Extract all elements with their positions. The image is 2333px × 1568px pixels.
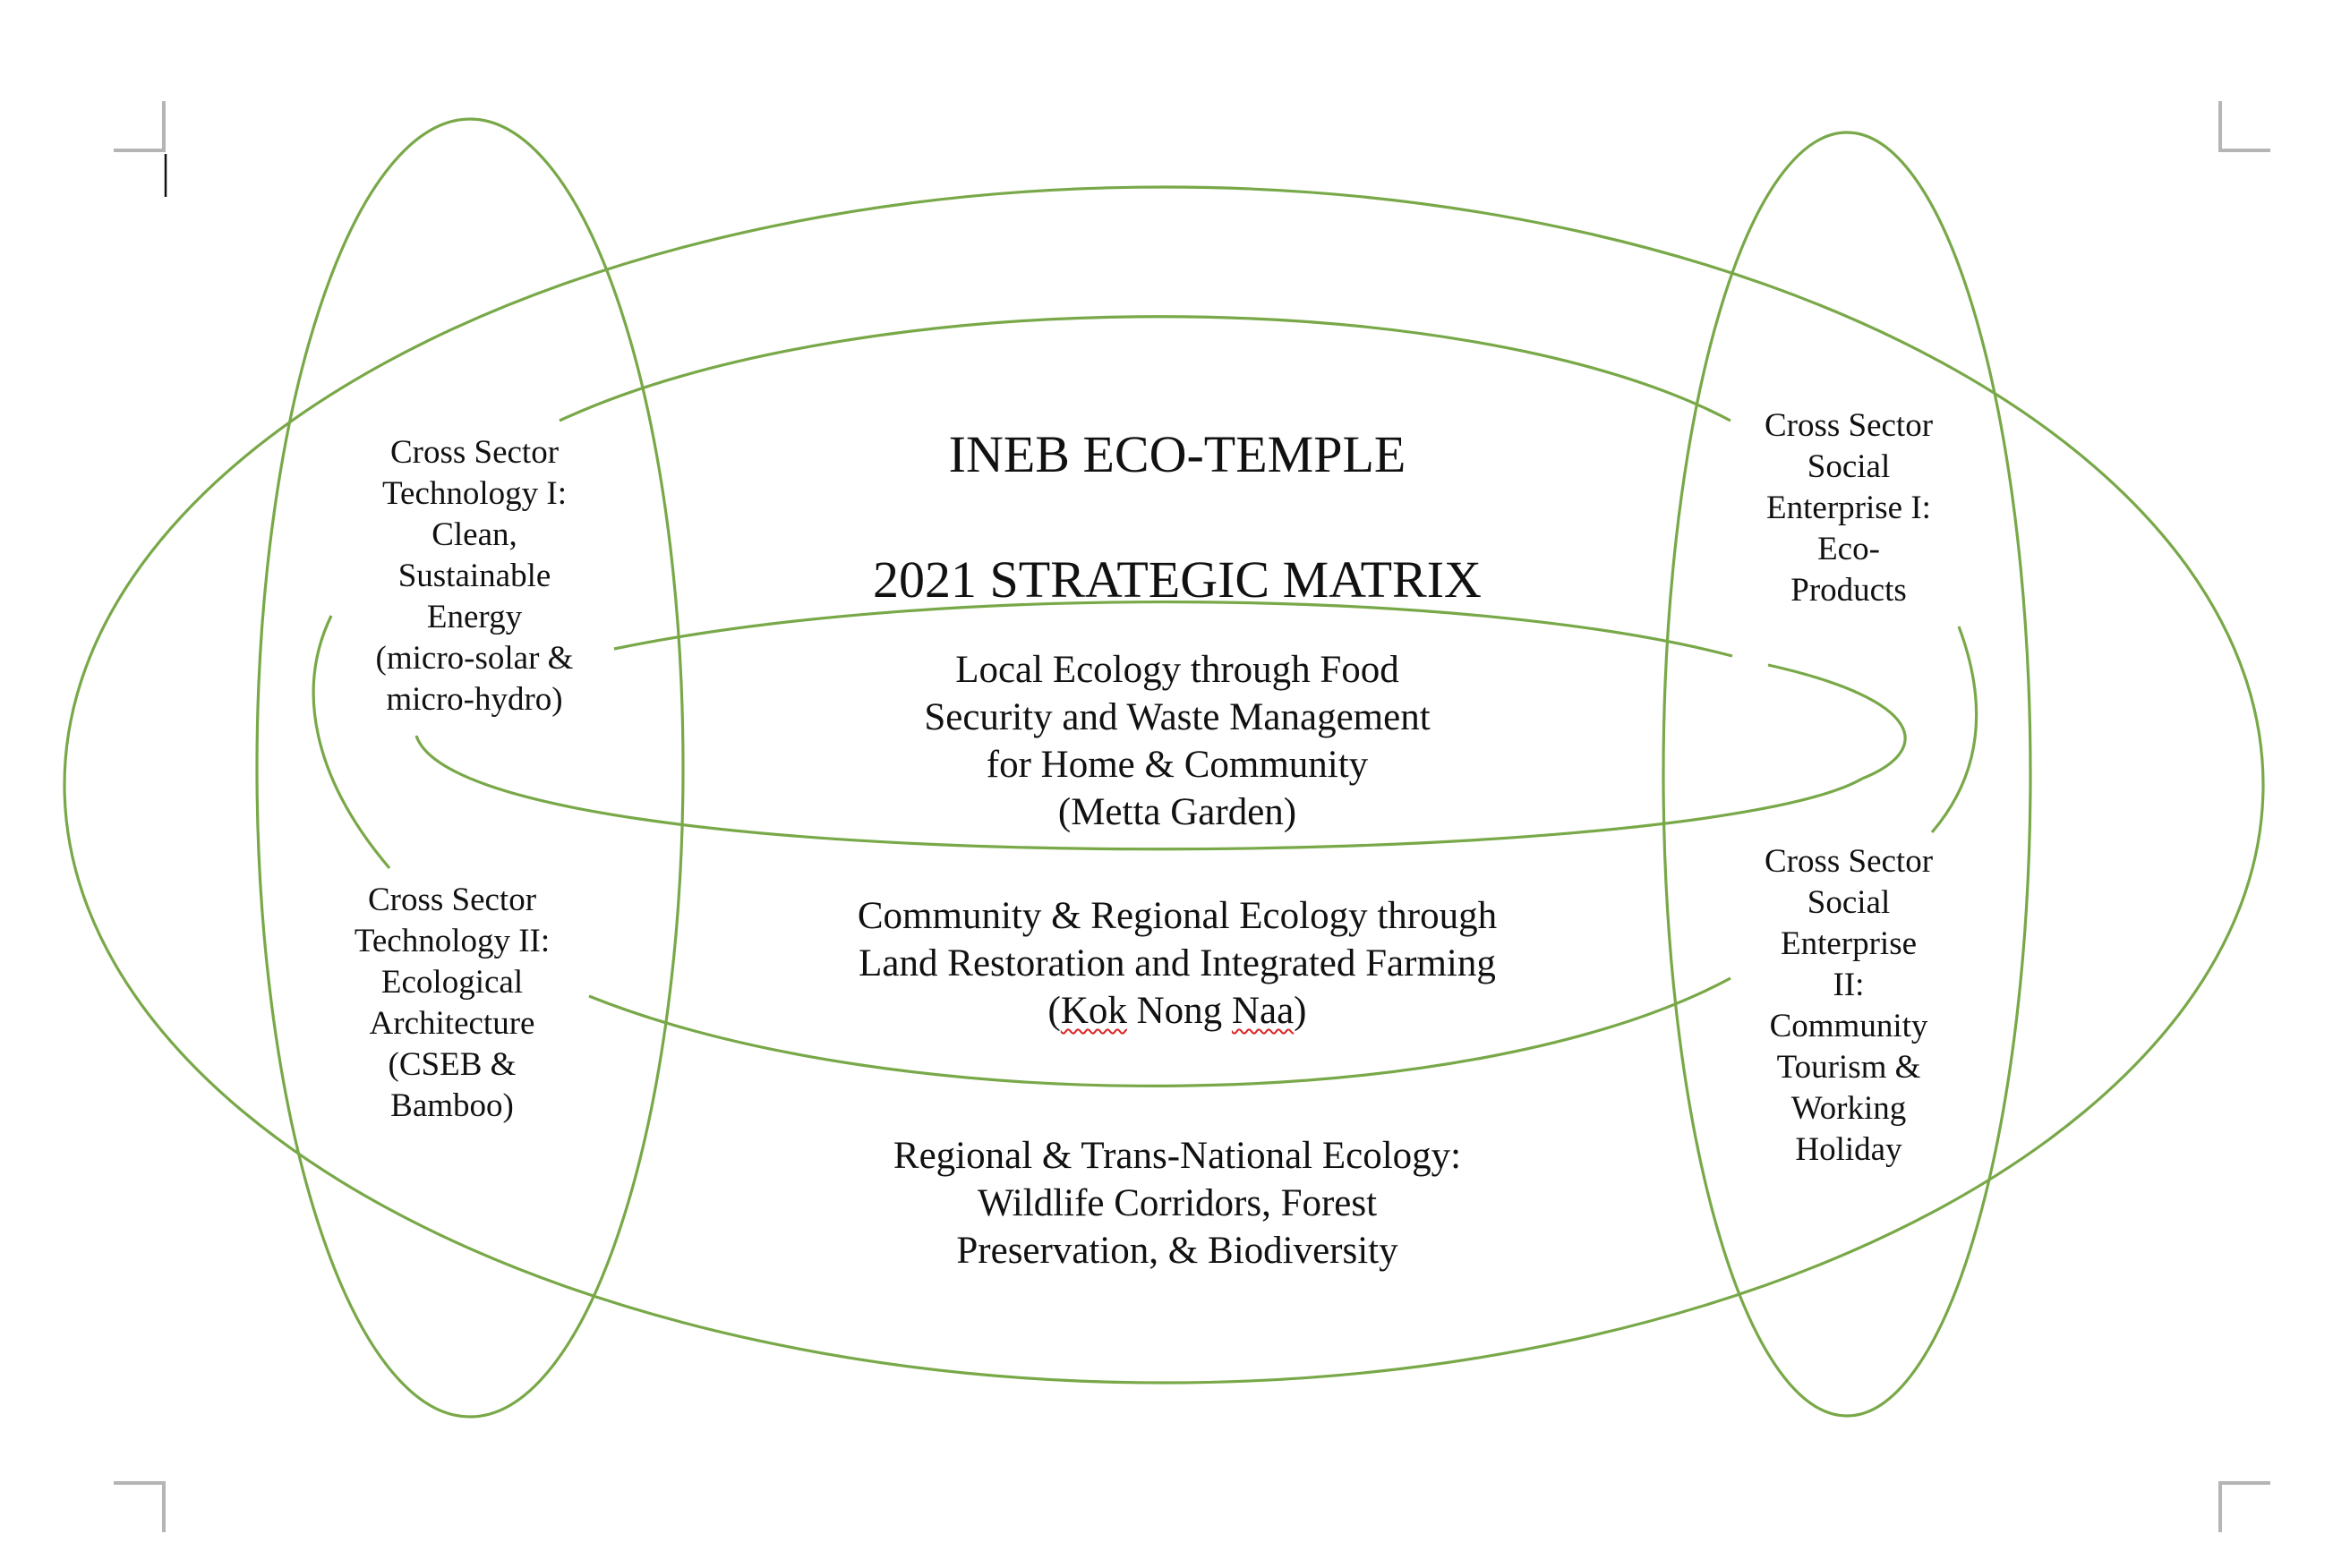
spellcheck-word-kok: Kok (1060, 990, 1127, 1032)
community-ecology-line-3: (Kok Nong Naa) (1047, 990, 1307, 1032)
community-ellipse-lower-arc (588, 976, 1731, 1087)
right-vertical-ellipse-social-enterprise (1662, 131, 2032, 1418)
technology-1-label: Cross Sector Technology I: Clean, Sustai… (375, 434, 574, 718)
crop-mark-bottom-right (2218, 1481, 2270, 1532)
social-enterprise-1-label: Cross Sector Social Enterprise I: Eco- P… (1764, 407, 1934, 609)
crop-mark-top-left (114, 101, 166, 152)
local-ellipse-lower-arc (414, 735, 1863, 851)
crop-mark-bottom-left (114, 1481, 166, 1532)
technology-2-label: Cross Sector Technology II: Ecological A… (354, 882, 551, 1124)
title-line-2: 2021 STRATEGIC MATRIX (873, 550, 1482, 609)
social-enterprise-2-label: Cross Sector Social Enterprise II: Commu… (1764, 843, 1934, 1168)
outer-ellipse-regional (63, 185, 2265, 1385)
crop-mark-top-right (2218, 101, 2270, 152)
left-vertical-ellipse-technology (255, 117, 685, 1419)
spellcheck-word-naa: Naa (1231, 990, 1295, 1032)
local-ellipse-right-arc (1767, 663, 1907, 780)
community-ecology-line-2: Land Restoration and Integrated Farming (859, 942, 1496, 984)
community-ecology-line-1: Community & Regional Ecology through (857, 895, 1498, 937)
regional-ecology-label: Regional & Trans-National Ecology: Wildl… (893, 1135, 1462, 1272)
community-ellipse-upper-arc (559, 315, 1731, 422)
local-ellipse-upper-arc (613, 600, 1733, 658)
diagram-title: INEB ECO-TEMPLE 2021 STRATEGIC MATRIX (806, 361, 1549, 674)
local-ecology-label: Local Ecology through Food Security and … (924, 649, 1431, 833)
community-ecology-label: Community & Regional Ecology through Lan… (770, 892, 1585, 1035)
social-link-arc (1930, 626, 1978, 834)
title-line-1: INEB ECO-TEMPLE (948, 425, 1406, 483)
technology-link-arc (312, 615, 391, 870)
